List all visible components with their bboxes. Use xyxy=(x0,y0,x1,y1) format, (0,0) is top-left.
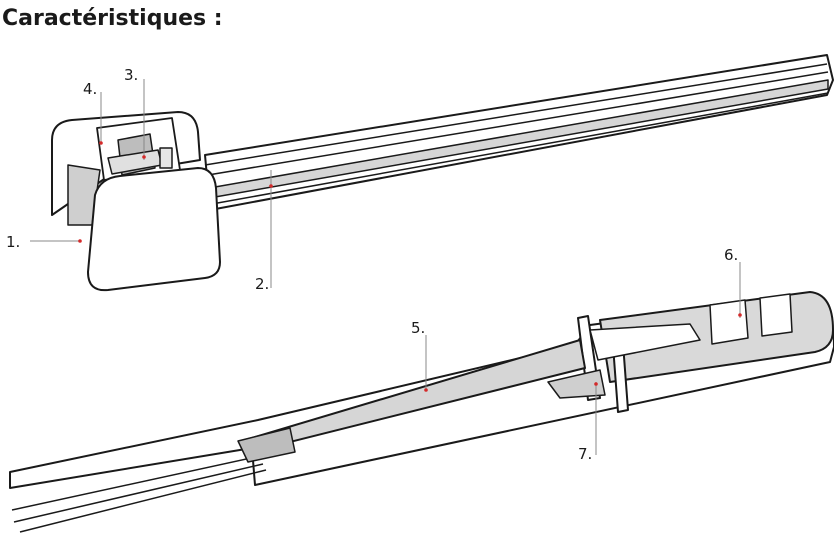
page-title: Caractéristiques : xyxy=(2,6,223,31)
callout-1-label: 1. xyxy=(6,233,20,251)
callout-7-label: 7. xyxy=(578,445,592,463)
callout-2-label: 2. xyxy=(255,275,269,293)
callout-6-dot xyxy=(738,313,742,317)
callout-1-dot xyxy=(78,239,82,243)
callout-4-dot xyxy=(99,141,103,145)
callout-6-label: 6. xyxy=(724,246,738,264)
callout-pointers xyxy=(78,141,742,392)
callout-7-dot xyxy=(594,382,598,386)
upper-strap xyxy=(204,54,834,211)
callout-5-dot xyxy=(424,388,428,392)
lower-strap xyxy=(9,291,834,533)
callout-5-label: 5. xyxy=(411,319,425,337)
callout-3-label: 3. xyxy=(124,66,138,84)
callout-3-dot xyxy=(142,155,146,159)
cable-tie-head xyxy=(51,111,221,292)
callout-leaders xyxy=(30,79,741,455)
callout-4-label: 4. xyxy=(83,80,97,98)
callout-2-dot xyxy=(269,184,273,188)
